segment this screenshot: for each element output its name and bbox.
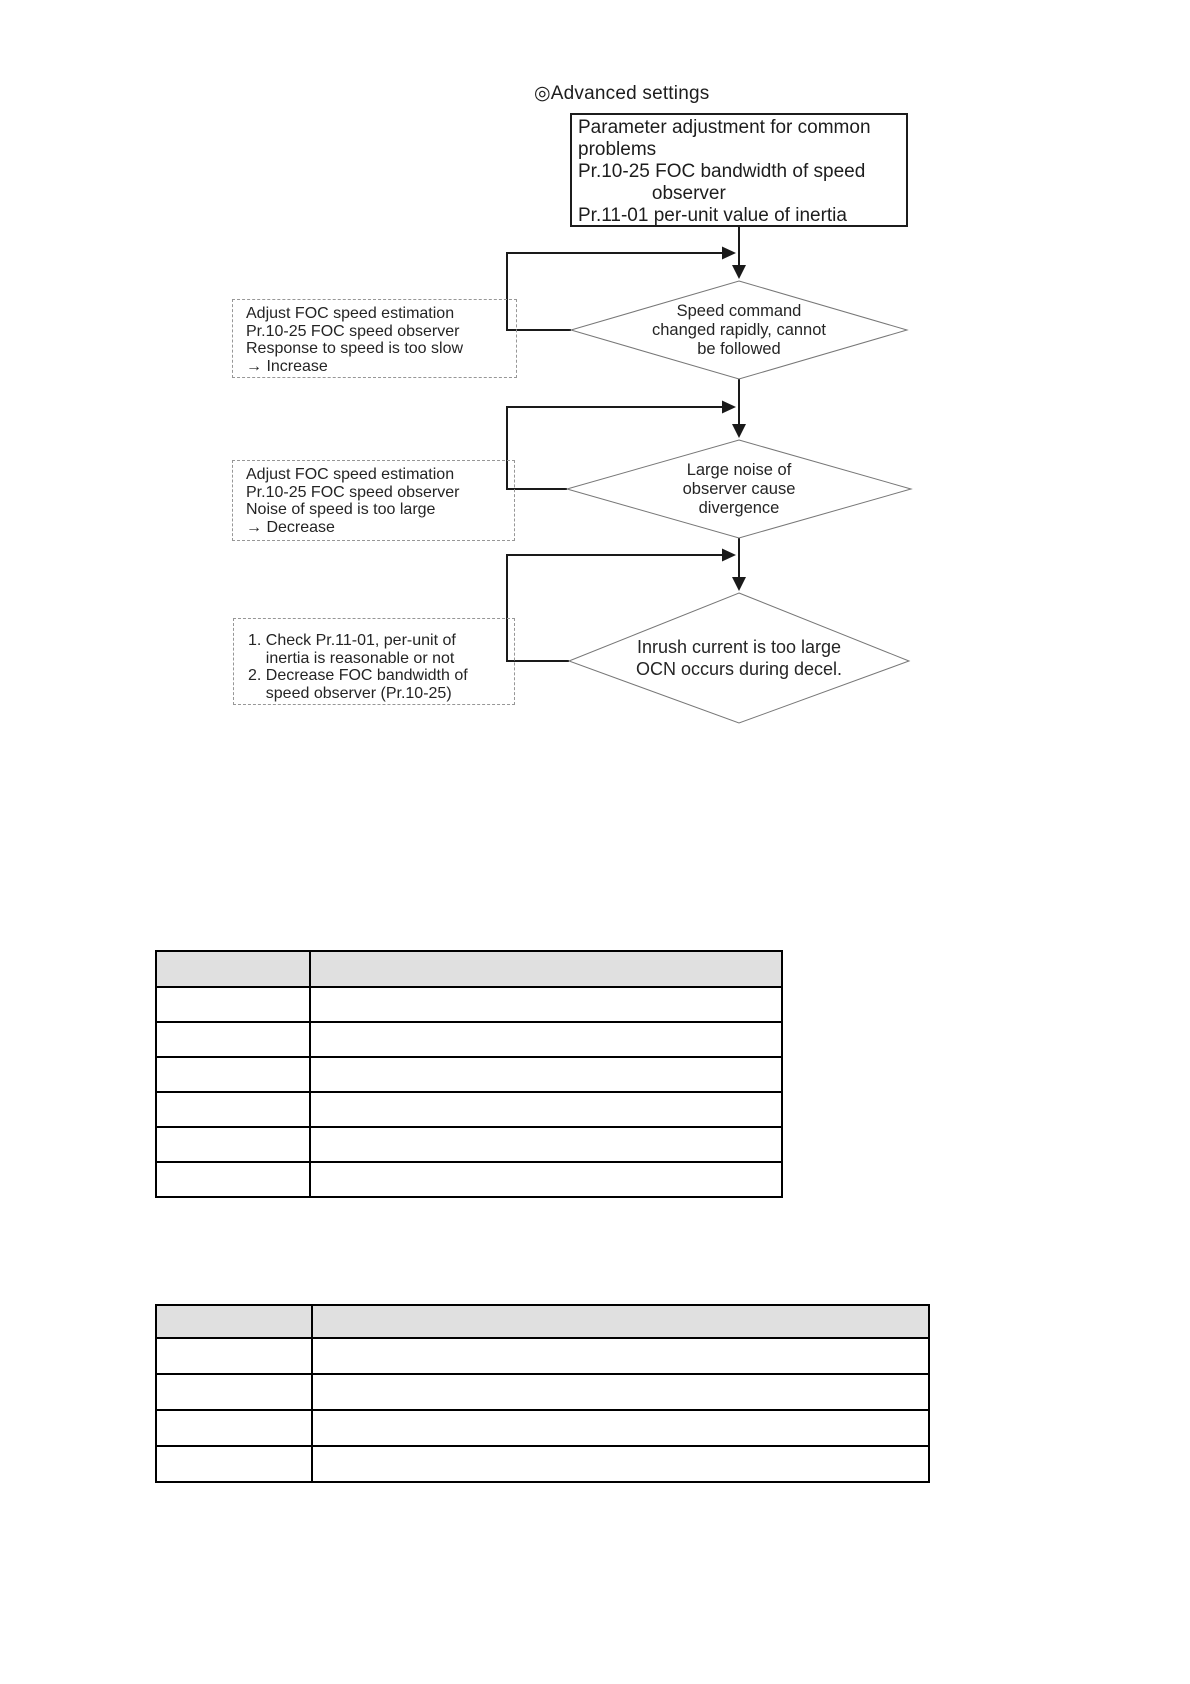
table-cell: [309, 1126, 783, 1163]
table-cell: [311, 1373, 930, 1411]
table-cell: [155, 1161, 311, 1198]
table-cell: [311, 1409, 930, 1447]
table-cell: [311, 1445, 930, 1483]
table-cell: [309, 1161, 783, 1198]
table-row: [155, 1056, 783, 1093]
table-cell: [309, 1056, 783, 1093]
remedy-box-3: 1. Check Pr.11-01, per-unit of inertia i…: [233, 618, 515, 705]
arrowhead-icons: [722, 246, 746, 591]
table-cell: [309, 1091, 783, 1128]
table-cell: [155, 1409, 313, 1447]
parameter-table-1: [155, 950, 783, 1198]
flow-connector-lines: [506, 227, 740, 662]
table-row: [155, 1161, 783, 1198]
table-row: [155, 986, 783, 1023]
remedy-box-2: Adjust FOC speed estimation Pr.10-25 FOC…: [232, 460, 515, 541]
table-cell: [155, 1373, 313, 1411]
decision-3-label: Inrush current is too large OCN occurs d…: [635, 637, 843, 679]
table-row: [155, 1445, 930, 1483]
decision-diamond-shapes: [565, 280, 913, 724]
table-row: [155, 1091, 783, 1128]
decision-diamond-3: [567, 592, 911, 724]
table-cell: [155, 1126, 311, 1163]
table-cell: [155, 1337, 313, 1375]
parameter-adjustment-box: Parameter adjustment for common problems…: [570, 113, 908, 227]
table-cell: [155, 1445, 313, 1483]
table-header-cell: [309, 950, 783, 988]
table-cell: [155, 986, 311, 1023]
flowchart-canvas: [506, 227, 913, 724]
table-row: [155, 1021, 783, 1058]
table-header-cell: [311, 1304, 930, 1339]
decision-1-label: Speed command changed rapidly, cannot be…: [652, 301, 826, 358]
table-row: [155, 1373, 930, 1411]
table-cell: [311, 1337, 930, 1375]
table-row: [155, 1337, 930, 1375]
parameter-table-2: [155, 1304, 930, 1483]
table-header-row: [155, 950, 783, 988]
table-row: [155, 1126, 783, 1163]
table-cell: [155, 1056, 311, 1093]
table-header-cell: [155, 1304, 313, 1339]
table-cell: [155, 1021, 311, 1058]
table-cell: [155, 1091, 311, 1128]
table-header-row: [155, 1304, 930, 1339]
section-title: ◎Advanced settings: [534, 83, 710, 104]
table-cell: [309, 1021, 783, 1058]
decision-diamond-2: [565, 439, 913, 539]
table-header-cell: [155, 950, 311, 988]
table-row: [155, 1409, 930, 1447]
table-cell: [309, 986, 783, 1023]
decision-diamond-1: [569, 280, 909, 380]
remedy-box-1: Adjust FOC speed estimation Pr.10-25 FOC…: [232, 299, 517, 378]
decision-2-label: Large noise of observer cause divergence: [682, 460, 796, 517]
